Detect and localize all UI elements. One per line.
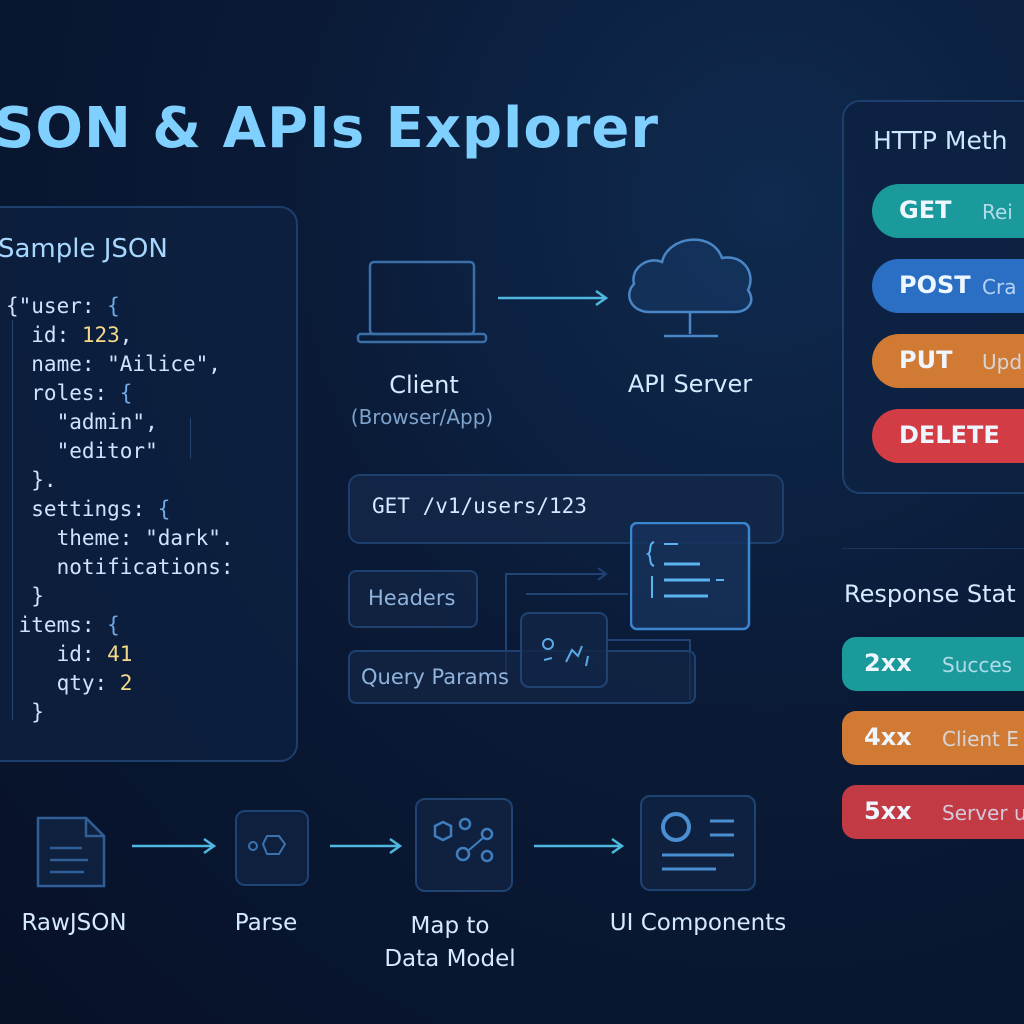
code-text: }. xyxy=(6,468,57,492)
request-line: GET /v1/users/123 xyxy=(372,494,587,518)
data-model-icon xyxy=(433,817,494,863)
section-divider xyxy=(842,548,1024,549)
client-label: Client xyxy=(389,371,459,399)
json-code-block: {"user: { id: 123, name: "Ailice", roles… xyxy=(6,292,234,727)
code-text: roles: xyxy=(6,381,120,405)
status-pill-4xx: 4xx Client E xyxy=(842,711,1024,765)
method-name: DELETE xyxy=(899,421,1000,449)
status-pill-2xx: 2xx Succes xyxy=(842,637,1024,691)
method-description: Cra xyxy=(982,275,1017,299)
arrow-icon xyxy=(534,837,625,855)
arrow-icon xyxy=(330,837,403,855)
code-line: items: { xyxy=(6,611,234,640)
parse-box xyxy=(235,810,309,886)
method-name: GET xyxy=(899,196,952,224)
method-pill-delete: DELETE xyxy=(872,409,1024,463)
code-text: items: xyxy=(6,613,108,637)
laptop-icon xyxy=(356,260,488,344)
code-line: "editor" xyxy=(6,437,234,466)
code-line: } xyxy=(6,698,234,727)
code-text: id: xyxy=(6,642,108,666)
code-line: id: 41 xyxy=(6,640,234,669)
cloud-icon xyxy=(628,238,753,338)
method-pill-post: POST Cra xyxy=(872,259,1024,313)
path-params-icon xyxy=(520,612,608,688)
pipeline-label-ui-components: UI Components xyxy=(609,910,787,936)
arrow-icon xyxy=(132,837,217,855)
code-text: notifications: xyxy=(6,555,234,579)
code-line: settings: { xyxy=(6,495,234,524)
code-text: {"user: xyxy=(6,294,108,318)
arrow-icon xyxy=(498,289,609,307)
sample-json-panel xyxy=(0,206,298,762)
code-text: id: xyxy=(6,323,82,347)
status-description: Client E xyxy=(942,727,1019,751)
code-line: id: 123, xyxy=(6,321,234,350)
code-line: {"user: { xyxy=(6,292,234,321)
document-icon xyxy=(36,816,106,888)
response-document-icon xyxy=(630,522,751,631)
code-line: qty: 2 xyxy=(6,669,234,698)
sample-json-title: Sample JSON xyxy=(0,234,168,264)
code-line: theme: "dark". xyxy=(6,524,234,553)
code-text: , xyxy=(119,323,133,347)
status-code: 5xx xyxy=(864,797,912,825)
code-brace: { xyxy=(119,381,133,405)
status-pill-5xx: 5xx Server u xyxy=(842,785,1024,839)
headers-chip: Headers xyxy=(348,570,478,628)
code-text: } xyxy=(6,700,44,724)
code-line: name: "Ailice", xyxy=(6,350,234,379)
status-description: Succes xyxy=(942,653,1013,677)
code-line: } xyxy=(6,582,234,611)
client-sublabel: (Browser/App) xyxy=(350,405,494,429)
ui-components-icon xyxy=(661,812,734,871)
code-brace: { xyxy=(107,613,120,637)
code-number: 2 xyxy=(119,671,133,695)
code-text: qty: xyxy=(6,671,120,695)
status-description: Server u xyxy=(942,801,1024,825)
pipeline-label-parse: Parse xyxy=(234,910,298,936)
code-text: settings: xyxy=(6,497,158,521)
data-model-box xyxy=(415,798,513,892)
method-description: Upd xyxy=(982,350,1023,374)
method-name: PUT xyxy=(899,346,953,374)
code-number: 41 xyxy=(107,642,133,666)
parse-icon xyxy=(248,835,287,855)
indent-guide xyxy=(12,320,13,720)
code-text: "editor" xyxy=(6,439,158,463)
code-line: notifications: xyxy=(6,553,234,582)
page-title: SON & APIs Explorer xyxy=(0,96,660,161)
response-status-title: Response Stat xyxy=(844,580,1016,608)
code-text: theme: "dark". xyxy=(6,526,234,550)
headers-label: Headers xyxy=(368,586,456,610)
status-code: 2xx xyxy=(864,649,912,677)
code-line: roles: { xyxy=(6,379,234,408)
http-methods-title: HTTP Meth xyxy=(873,126,1008,155)
code-line: }. xyxy=(6,466,234,495)
code-text: "admin", xyxy=(6,410,158,434)
method-pill-put: PUT Upd xyxy=(872,334,1024,388)
server-label: API Server xyxy=(627,370,753,398)
pipeline-label-map-to-data-model: Map to Data Model xyxy=(384,913,516,972)
code-line: "admin", xyxy=(6,408,234,437)
ui-components-box xyxy=(640,795,756,891)
code-text: } xyxy=(6,584,44,608)
code-number: 123 xyxy=(81,323,120,347)
method-description: Rei xyxy=(982,200,1013,224)
pipeline-label-raw-json: RawJSON xyxy=(21,910,127,936)
query-params-label: Query Params xyxy=(361,665,509,689)
method-name: POST xyxy=(899,271,971,299)
indent-guide xyxy=(190,418,191,458)
code-brace: { xyxy=(107,294,120,318)
code-text: name: "Ailice", xyxy=(6,352,221,376)
code-brace: { xyxy=(157,497,171,521)
method-pill-get: GET Rei xyxy=(872,184,1024,238)
status-code: 4xx xyxy=(864,723,912,751)
